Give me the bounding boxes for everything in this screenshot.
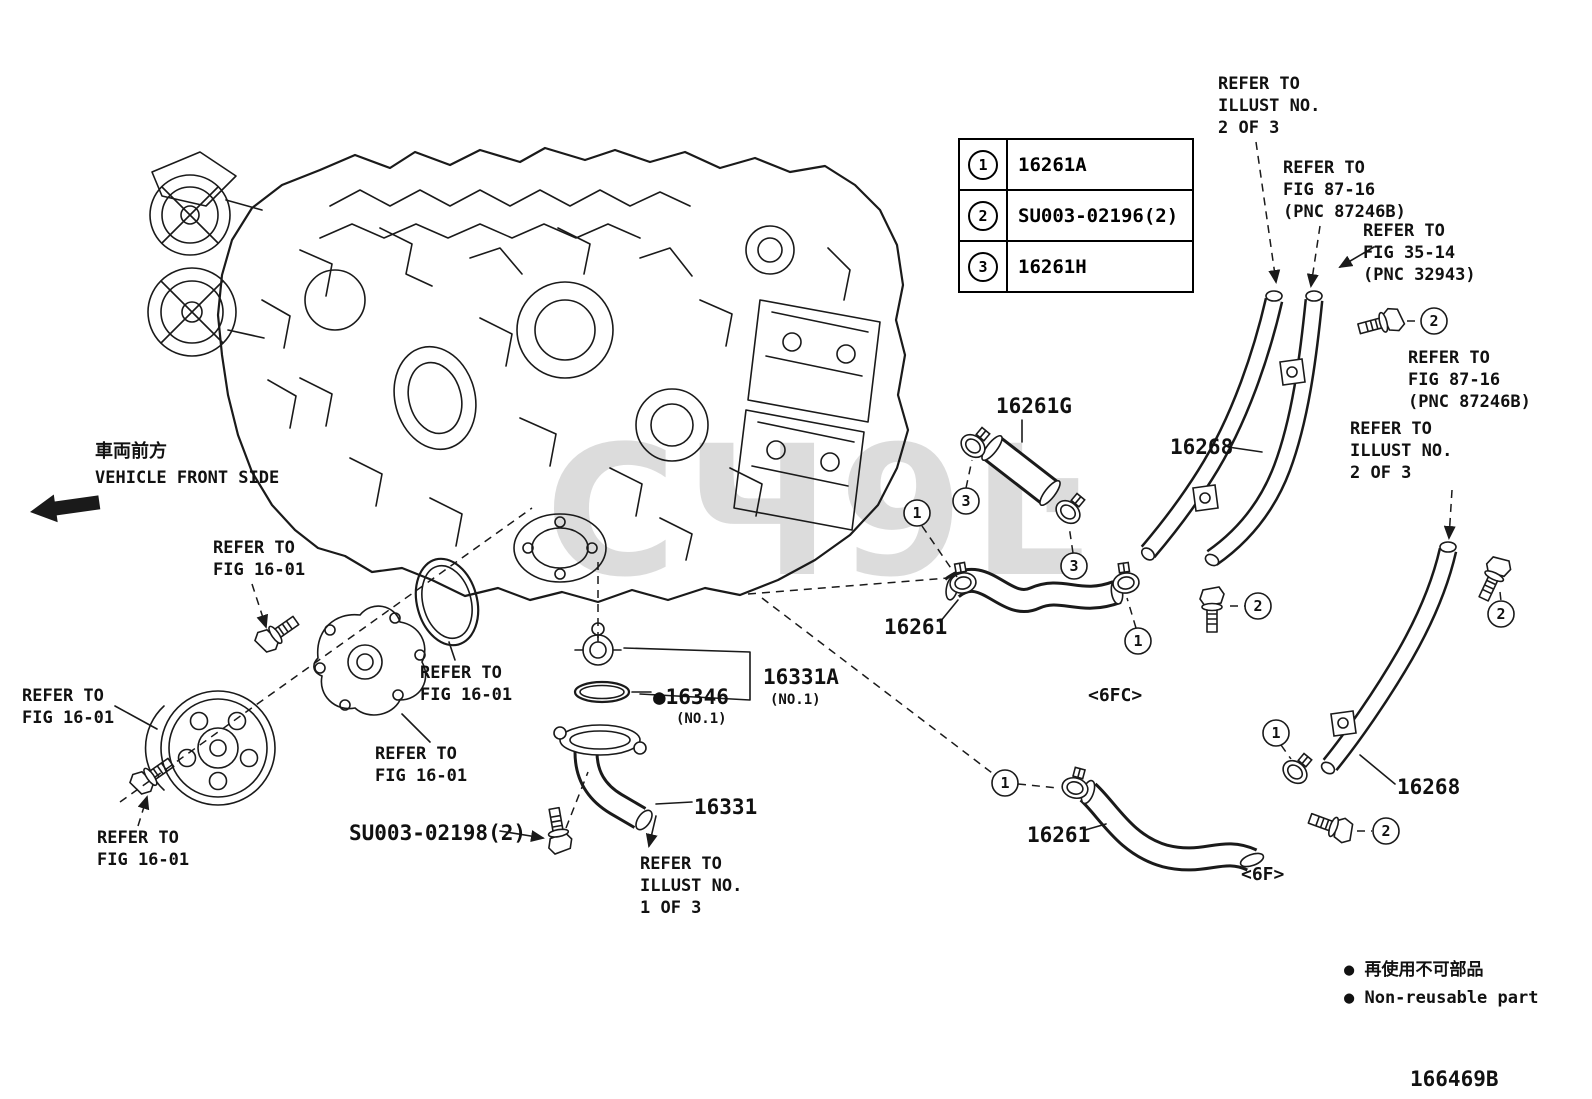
part-label-16261: 16261: [1027, 823, 1091, 847]
refer-fig-16-01-label: REFER TO FIG 16-01: [375, 744, 468, 786]
callout-2: 2: [1372, 817, 1400, 845]
legend-part-number: 16261A: [1018, 153, 1087, 176]
callout-1: 1: [1124, 627, 1152, 655]
bolt-icon: [1199, 586, 1225, 633]
callout-1: 1: [991, 769, 1019, 797]
variant-6fc-label: <6FC>: [1088, 685, 1143, 706]
svg-text:2: 2: [1429, 312, 1438, 330]
bolt-icon: [541, 805, 575, 856]
bolt-icon: [1471, 552, 1515, 605]
legend-table: 1 16261A 2 SU003-02196(2) 3 16261H: [958, 138, 1194, 293]
refer-illust-2of3-label: REFER TO ILLUST NO. 2 OF 3: [1218, 74, 1321, 138]
callout-3: 3: [952, 487, 980, 515]
vehicle-front-label-jp: 車両前方: [95, 441, 167, 462]
water-pump-pulley: [144, 690, 276, 806]
part-label-16268: 16268: [1397, 775, 1461, 799]
refer-fig-16-01-label: REFER TO FIG 16-01: [97, 828, 190, 870]
variant-6f-label: <6F>: [1241, 864, 1285, 885]
callout-2: 2: [1420, 307, 1448, 335]
bolt-icon: [1355, 304, 1407, 342]
part-label-16331: 16331: [694, 795, 758, 819]
svg-text:3: 3: [1069, 557, 1078, 575]
part-label-16261: 16261: [884, 615, 948, 639]
part-label-16261g: 16261G: [996, 394, 1072, 418]
part-label-16268: 16268: [1170, 435, 1234, 459]
engine-line-art: [147, 146, 910, 604]
water-pump-gasket: [414, 557, 480, 647]
svg-text:1: 1: [1271, 724, 1280, 742]
svg-text:1: 1: [1133, 632, 1142, 650]
legend-callout-1: 1: [968, 149, 998, 180]
bolt-icon: [1305, 806, 1358, 846]
refer-fig-16-01-label: REFER TO FIG 16-01: [213, 538, 306, 580]
hose-16261-lower: [1079, 779, 1265, 872]
callout-3: 3: [1060, 552, 1088, 580]
vehicle-front-label-en: VEHICLE FRONT SIDE: [95, 468, 280, 488]
hose-16261g: [981, 434, 1061, 507]
callout-2: 2: [1487, 600, 1515, 628]
refer-illust-1of3-label: REFER TO ILLUST NO. 1 OF 3: [640, 854, 743, 918]
pipe-16268-upper: [1140, 290, 1324, 567]
callout-1: 1: [1262, 719, 1290, 747]
thermostat-o-ring: [573, 680, 631, 704]
water-pump-body: [313, 605, 427, 716]
svg-text:2: 2: [1381, 822, 1390, 840]
callout-2: 2: [1244, 592, 1272, 620]
legend-row: 1 16261A: [960, 140, 1192, 189]
legend-row: 3 16261H: [960, 240, 1192, 291]
refer-fig-87-16-label: REFER TO FIG 87-16 (PNC 87246B): [1283, 158, 1406, 222]
nonreusable-note-jp: ● 再使用不可部品: [1344, 960, 1484, 980]
refer-illust-2of3-label: REFER TO ILLUST NO. 2 OF 3: [1350, 419, 1453, 483]
clamp-icon: [1050, 487, 1092, 529]
clamp-icon: [1109, 560, 1142, 596]
svg-text:2: 2: [1496, 605, 1505, 623]
legend-part-number: SU003-02196(2): [1018, 204, 1179, 227]
part-label-16331a: 16331A: [763, 665, 839, 689]
thermostat: [574, 622, 622, 666]
svg-text:1: 1: [1000, 774, 1009, 792]
clamp-icon: [1277, 747, 1319, 789]
svg-text:2: 2: [1253, 597, 1262, 615]
refer-fig-35-14-label: REFER TO FIG 35-14 (PNC 32943): [1363, 221, 1476, 285]
part-label-su003-02198: SU003-02198(2): [349, 821, 527, 845]
legend-callout-2: 2: [968, 200, 998, 231]
nonreusable-note-en: ● Non-reusable part: [1344, 988, 1539, 1008]
svg-text:3: 3: [961, 492, 970, 510]
svg-text:1: 1: [912, 504, 921, 522]
document-number: 166469B: [1410, 1067, 1499, 1091]
pipe-16268-lower: [1320, 541, 1458, 775]
refer-fig-87-16-label: REFER TO FIG 87-16 (PNC 87246B): [1408, 348, 1531, 412]
legend-part-number: 16261H: [1018, 255, 1087, 278]
refer-fig-16-01-label: REFER TO FIG 16-01: [420, 663, 513, 705]
callout-1: 1: [903, 499, 931, 527]
refer-fig-16-01-label: REFER TO FIG 16-01: [22, 686, 115, 728]
vehicle-front-arrow-icon: [30, 494, 101, 523]
arrow-to-illust-1of3: [645, 815, 658, 848]
part-label-16346: ●16346: [653, 685, 729, 709]
legend-row: 2 SU003-02196(2): [960, 189, 1192, 240]
legend-callout-3: 3: [968, 251, 998, 282]
part-note-no1: (NO.1): [770, 692, 821, 708]
water-inlet-housing: [553, 724, 653, 831]
part-note-no1: (NO.1): [676, 711, 727, 727]
bolt-icon: [251, 609, 304, 657]
leader-lines: [114, 141, 1502, 842]
